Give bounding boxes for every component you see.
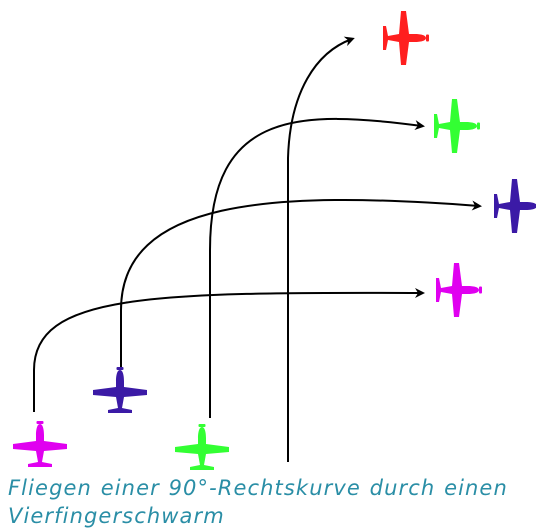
flight-path-navy xyxy=(120,198,482,367)
navy-start-airplane-icon xyxy=(93,367,147,413)
flight-path-magenta xyxy=(33,287,425,412)
diagram-caption: Fliegen einer 90°-Rechtskurve durch eine… xyxy=(8,476,508,528)
green-end-airplane-icon xyxy=(434,99,480,153)
magenta-start-airplane-icon xyxy=(13,421,67,467)
green-start-airplane-icon xyxy=(175,424,229,470)
flight-path-green xyxy=(209,117,425,418)
magenta-end-airplane-icon xyxy=(436,263,482,317)
navy-end-airplane-icon xyxy=(494,179,536,233)
red-end-airplane-icon xyxy=(383,11,429,65)
flight-path-red xyxy=(287,36,355,462)
